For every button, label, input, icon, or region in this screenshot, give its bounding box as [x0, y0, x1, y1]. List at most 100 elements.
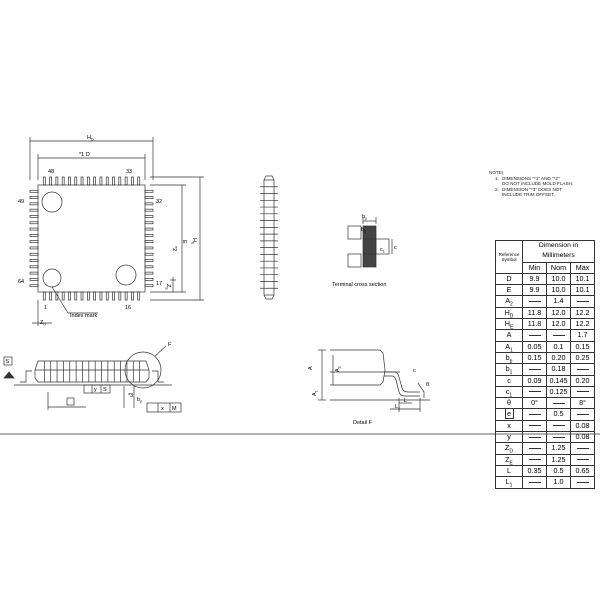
pin-lead [29, 189, 39, 193]
pin-lead [144, 215, 154, 218]
empty-dash [528, 414, 541, 416]
value-cell-min [522, 431, 547, 444]
pin-lead [144, 284, 154, 288]
col-max-header: Max [570, 261, 595, 274]
pin-lead [49, 176, 52, 186]
value-cell-min [522, 476, 547, 489]
value-cell-min [522, 295, 547, 308]
pin-lead [144, 189, 154, 193]
dimension-header: Dimension in Millimeters [522, 240, 595, 263]
value-cell-min: 11.8 [522, 306, 547, 320]
pin-lead [29, 284, 39, 288]
terminal-cross-section [347, 217, 393, 268]
detail-f-circle [124, 351, 162, 389]
ze-label: ZE [165, 284, 172, 290]
pin-lead [29, 278, 39, 281]
value-cell-max [570, 408, 595, 421]
pin-lead [99, 176, 103, 186]
value-cell-max: 0.08 [570, 419, 595, 433]
pin-lead [29, 208, 39, 212]
table-row: x 0.08 [495, 419, 595, 433]
empty-dash [528, 425, 541, 427]
pin-lead [131, 291, 134, 301]
detail-f-title: Detail F [353, 420, 373, 426]
symbol-cell: HD [495, 306, 523, 320]
pin-label-16: 16 [125, 305, 131, 311]
pin-lead [29, 271, 39, 275]
empty-dash [528, 447, 541, 449]
pin-lead [29, 234, 39, 237]
value-cell-min: 9.9 [522, 284, 547, 297]
pin-lead [61, 291, 65, 301]
pin-lead [29, 246, 39, 250]
notes-block: NOTE) 1. DIMENSIONS "*1" AND "*2"DO NOT … [489, 170, 597, 198]
value-cell-max: 12.2 [570, 306, 595, 320]
symbol-cell: ZE [495, 453, 523, 466]
pin-lead [144, 278, 154, 281]
pin-lead [29, 265, 39, 269]
pin-lead [80, 176, 84, 186]
detail-f [318, 349, 430, 412]
value-cell-min [522, 363, 547, 376]
pin-lead [42, 176, 46, 186]
pin-lead [74, 291, 78, 301]
pin-lead [49, 291, 52, 301]
empty-dash [528, 459, 541, 461]
value-cell-min: 0.05 [522, 340, 547, 353]
pin-lead [29, 196, 39, 199]
symbol-cell: D [495, 272, 523, 286]
e-label: E [181, 240, 187, 244]
value-cell-max [570, 295, 595, 308]
pin-lead [93, 176, 96, 186]
empty-dash [576, 414, 589, 416]
m-label: M [172, 406, 177, 412]
empty-dash [576, 447, 589, 449]
note-item-1: 1. DIMENSIONS "*1" AND "*2"DO NOT INCLUD… [495, 175, 574, 187]
pin-label-17: 17 [156, 281, 162, 287]
value-cell-min: 0.09 [522, 374, 547, 387]
value-cell-nom: 1.25 [546, 453, 571, 466]
value-cell-nom: 1.25 [546, 442, 571, 455]
value-cell-min: 11.8 [522, 318, 547, 331]
symbol-cell: b1 [495, 363, 523, 376]
terminal-b1-label: b1 [361, 227, 366, 234]
ejector-mark-circle [115, 264, 137, 286]
col-min-header: Min [522, 261, 547, 274]
pin-lead [61, 176, 65, 186]
empty-dash [576, 481, 589, 483]
pin-lead [29, 215, 39, 218]
pin-lead [124, 291, 128, 301]
value-cell-min: 9.9 [522, 272, 547, 286]
pin-lead [112, 291, 115, 301]
pin-lead [144, 196, 154, 199]
side-body [34, 360, 150, 383]
pin-lead [99, 291, 103, 301]
pin-lead [68, 176, 71, 186]
hd-label: HD [87, 135, 94, 142]
symbol-cell: A2 [495, 295, 523, 308]
value-cell-max: 0.25 [570, 351, 595, 365]
empty-dash [576, 459, 589, 461]
empty-dash [552, 436, 565, 438]
pin-lead [105, 176, 109, 186]
value-cell-min [522, 329, 547, 342]
pin-lead [144, 265, 154, 269]
symbol-cell: x [495, 419, 523, 433]
pin-lead [144, 271, 154, 275]
pin-lead [55, 176, 59, 186]
empty-dash [528, 481, 541, 483]
value-cell-max: 10.1 [570, 284, 595, 297]
symbol-cell: A [495, 329, 523, 342]
pin-lead [87, 291, 90, 301]
empty-dash [576, 391, 589, 393]
value-cell-max: 0.65 [570, 464, 595, 478]
value-cell-min [522, 453, 547, 466]
pin-label-1: 1 [44, 305, 47, 311]
